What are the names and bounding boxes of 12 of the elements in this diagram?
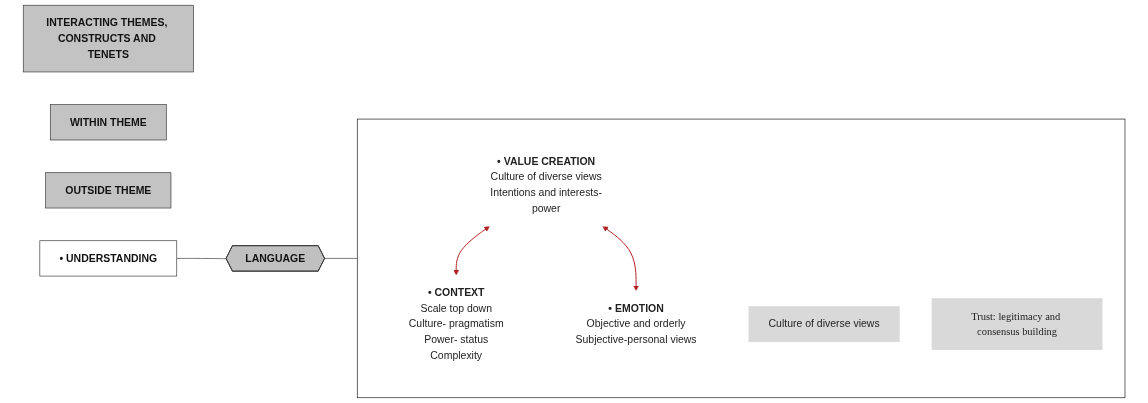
cluster bbox=[356, 118, 1126, 399]
node-text: • EMOTION Objective and orderly Subjective-personal views bbox=[575, 302, 697, 346]
node-box: INTERACTING THEMES, CONSTRUCTS AND TENETS bbox=[22, 4, 194, 73]
node-text: • VALUE CREATION Culture of diverse views Intentions and interests-power bbox=[490, 155, 602, 214]
node-box: Trust: legitimacy and consensus building bbox=[931, 298, 1103, 350]
connector bbox=[176, 258, 227, 260]
node-box: Culture of diverse views bbox=[748, 306, 900, 343]
node-box: • UNDERSTANDING bbox=[39, 240, 177, 277]
node-box: OUTSIDE THEME bbox=[45, 172, 172, 209]
node-text: • CONTEXT Scale top down Culture- pragmatism Power- status Complexity bbox=[408, 286, 504, 361]
node-box: WITHIN THEME bbox=[49, 104, 167, 141]
connector bbox=[324, 258, 358, 259]
